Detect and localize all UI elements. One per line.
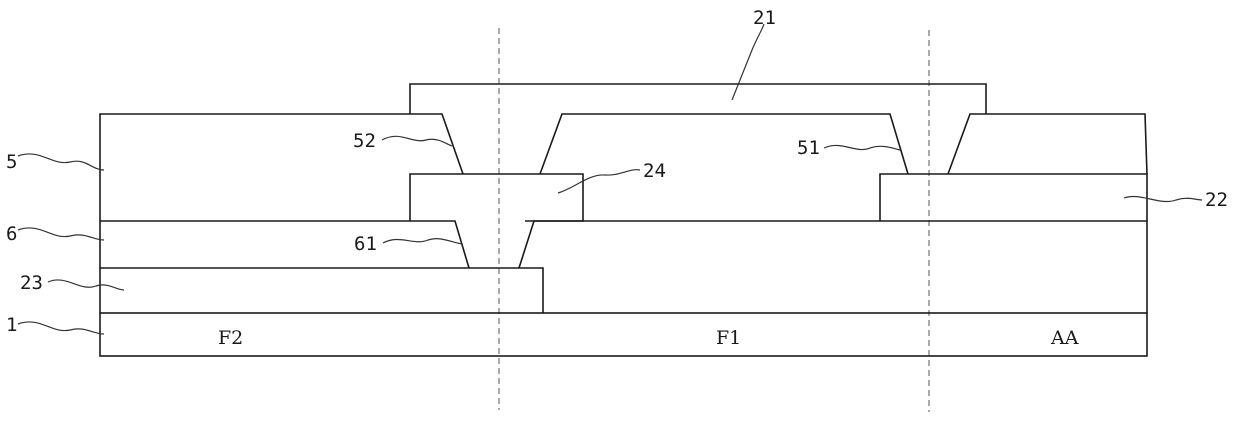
layer-22 (880, 174, 1147, 221)
layer-1-substrate (100, 313, 1147, 356)
ref-label-23: 23 (20, 272, 43, 294)
ref-label-22: 22 (1205, 189, 1228, 211)
ref-label-61: 61 (354, 233, 377, 255)
layer-5-middle (540, 114, 908, 174)
layer-6-right (519, 221, 1147, 313)
layer-5-right (948, 114, 1147, 174)
region-label-f2: F2 (218, 327, 243, 349)
layer-21 (410, 84, 986, 114)
ref-label-24: 24 (643, 160, 666, 182)
ref-label-1: 1 (6, 314, 17, 336)
leader-21 (732, 24, 764, 100)
leader-52 (382, 136, 452, 146)
leader-1 (18, 322, 104, 334)
leader-5 (18, 154, 104, 170)
ref-label-5: 5 (6, 151, 17, 173)
layer-5-left (100, 114, 463, 221)
ref-label-21: 21 (753, 7, 776, 29)
ref-label-52: 52 (353, 130, 376, 152)
leader-22 (1124, 196, 1202, 201)
ref-label-6: 6 (6, 223, 17, 245)
leader-24 (558, 170, 640, 193)
leader-6 (18, 228, 104, 240)
layer-6-left (100, 221, 469, 268)
leader-61 (383, 239, 462, 244)
leader-23 (48, 280, 124, 290)
region-label-f1: F1 (716, 327, 741, 349)
region-label-aa: AA (1050, 327, 1079, 349)
ref-label-51: 51 (797, 137, 820, 159)
layer-23 (100, 268, 543, 313)
layer-24 (410, 174, 583, 221)
leader-51 (824, 145, 900, 150)
